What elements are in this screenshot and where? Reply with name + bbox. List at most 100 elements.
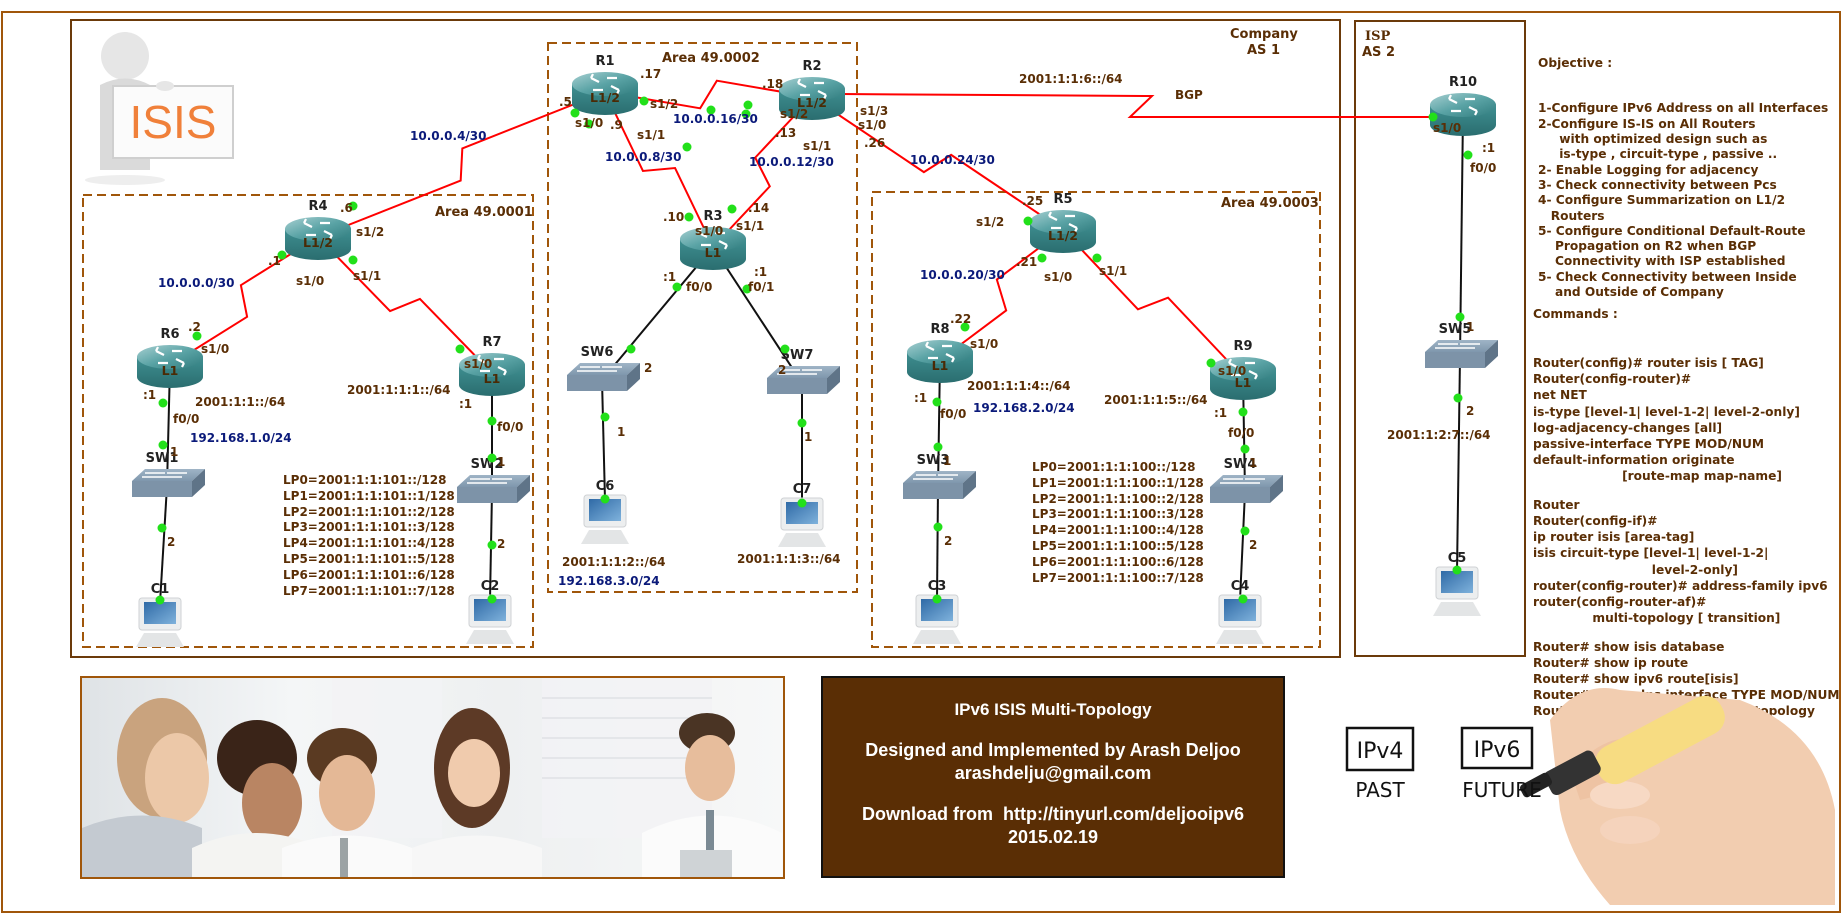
eth-link-r3-sw7: [712, 246, 803, 384]
command-item: Router(config-if)#: [1533, 514, 1658, 529]
eth-link-sw4-c4: [1239, 491, 1246, 601]
pc-name: C4: [1231, 579, 1250, 594]
loopback-r9: LP4=2001:1:1:100::4/128: [1032, 523, 1204, 538]
pc-c1[interactable]: C1: [136, 582, 184, 647]
command-item: router(config-router)# address-family ip…: [1533, 578, 1828, 593]
port-dot: [1240, 444, 1250, 454]
port-dot: [277, 250, 287, 260]
r5-s1-2-ip: .25: [1022, 194, 1044, 208]
area-49-0002-box: [547, 42, 858, 593]
switch-name: SW3: [917, 453, 950, 468]
pc-c6[interactable]: C6: [581, 479, 629, 544]
r5-s1-2-label: s1/2: [976, 215, 1005, 229]
router-arrows-icon: [698, 228, 728, 250]
port-dot: [158, 398, 168, 408]
r2-s1-1-label: s1/1: [803, 139, 832, 153]
sw3-port2: 2: [944, 534, 953, 548]
r2-s1-2-label: s1/2: [780, 107, 809, 121]
objective-item: with optimized design such as: [1538, 132, 1768, 147]
objective-item: Connectivity with ISP established: [1538, 254, 1786, 269]
r6-s1-0-ip: .2: [188, 320, 201, 334]
pc-c5[interactable]: C5: [1433, 551, 1481, 616]
r3-s1-0-label: s1/0: [695, 224, 724, 238]
r5-s1-0-label: s1/0: [1044, 270, 1073, 284]
command-item: [1533, 626, 1840, 638]
router-arrows-icon: [797, 78, 827, 100]
hand-illustration: IPv4 PAST IPv6 FUTURE: [1345, 688, 1835, 905]
r6-f0-0-ip: :1: [143, 388, 157, 402]
router-r10[interactable]: R10: [1430, 75, 1496, 136]
command-item: Router(config)# router isis [ TAG]: [1533, 356, 1764, 371]
eth-link-sw3-c3: [936, 487, 939, 601]
switch-sw1[interactable]: SW1: [132, 451, 205, 497]
port-dot: [157, 523, 167, 533]
loopback-r7: LP1=2001:1:1:101::1/128: [283, 488, 455, 503]
objective-item: 3- Check connectivity between Pcs: [1538, 177, 1777, 192]
isp-as: AS 2: [1362, 45, 1395, 60]
switch-name: SW5: [1439, 322, 1472, 337]
subnet-lan2-v6: 2001:1:1:1::/64: [347, 383, 451, 397]
subnet-lan6-v6: 2001:1:1:5::/64: [1104, 393, 1208, 407]
r2-s1-2-ip: .18: [762, 77, 784, 91]
subnet-lan3-v4: 192.168.3.0/24: [558, 574, 660, 588]
r1-s1-1-ip: .9: [610, 118, 623, 132]
pc-c4[interactable]: C4: [1216, 579, 1264, 644]
command-item: Router# show isis database: [1533, 639, 1725, 654]
r1-s1-2-ip: .17: [640, 67, 662, 81]
info-date: 2015.02.19: [1007, 827, 1099, 847]
pc-c7[interactable]: C7: [778, 482, 826, 547]
subnet-lan5-v6: 2001:1:1:4::/64: [967, 379, 1071, 393]
switch-sw6[interactable]: SW6: [567, 345, 640, 391]
router-name: R1: [595, 54, 614, 69]
switch-sw7[interactable]: SW7: [767, 348, 840, 394]
port-dot: [1452, 565, 1462, 575]
area-label-49-0001: Area 49.0001: [435, 205, 533, 220]
serial-link-r5-r8: [939, 229, 1064, 361]
objective-item: 4- Configure Summarization on L1/2: [1538, 193, 1786, 208]
switch-name: SW6: [581, 345, 614, 360]
sw4-port2: 2: [1249, 538, 1258, 552]
switch-sw2[interactable]: SW2: [457, 457, 530, 503]
switch-sw4[interactable]: SW4: [1210, 457, 1283, 503]
switch-arrows-icon: [142, 472, 187, 478]
pc-c3[interactable]: C3: [913, 579, 961, 644]
isis-mascot-logo: ISIS: [85, 32, 234, 185]
command-item: [route-map map-name]: [1533, 469, 1782, 484]
port-dot: [706, 105, 716, 115]
r7-f0-0-ip: :1: [459, 397, 473, 411]
sw6-port1: 1: [617, 425, 626, 439]
sw1-port1: 1: [170, 445, 179, 459]
sw2-port1: 1: [497, 455, 506, 469]
port-dot: [1238, 407, 1248, 417]
objective-item: 2-Configure IS-IS on All Routers: [1538, 116, 1756, 131]
port-dot: [741, 109, 751, 119]
bgp-label: BGP: [1175, 88, 1203, 102]
r3-f0-1-label: f0/0: [686, 280, 713, 294]
r3-f0-1-ip: :1: [754, 265, 768, 279]
port-dot: [727, 204, 737, 214]
subnet-lan1-v4: 192.168.1.0/24: [190, 431, 292, 445]
router-level: L1/2: [797, 95, 827, 110]
sw7-port2: 2: [778, 363, 787, 377]
router-level: L1/2: [1048, 228, 1078, 243]
port-dot: [797, 498, 807, 508]
serial-link-r2-r5: [811, 96, 1064, 231]
switch-sw5[interactable]: SW5: [1425, 322, 1498, 368]
r7-f0-0-label: f0/0: [497, 420, 524, 434]
subnet-lan4-v6: 2001:1:1:3::/64: [737, 552, 841, 566]
switch-sw3[interactable]: SW3: [903, 453, 976, 499]
eth-link-r3-sw6: [601, 246, 714, 381]
pc-c2[interactable]: C2: [466, 579, 514, 644]
sw5-port2: 2: [1466, 404, 1475, 418]
sw3-port1: 1: [943, 454, 952, 468]
